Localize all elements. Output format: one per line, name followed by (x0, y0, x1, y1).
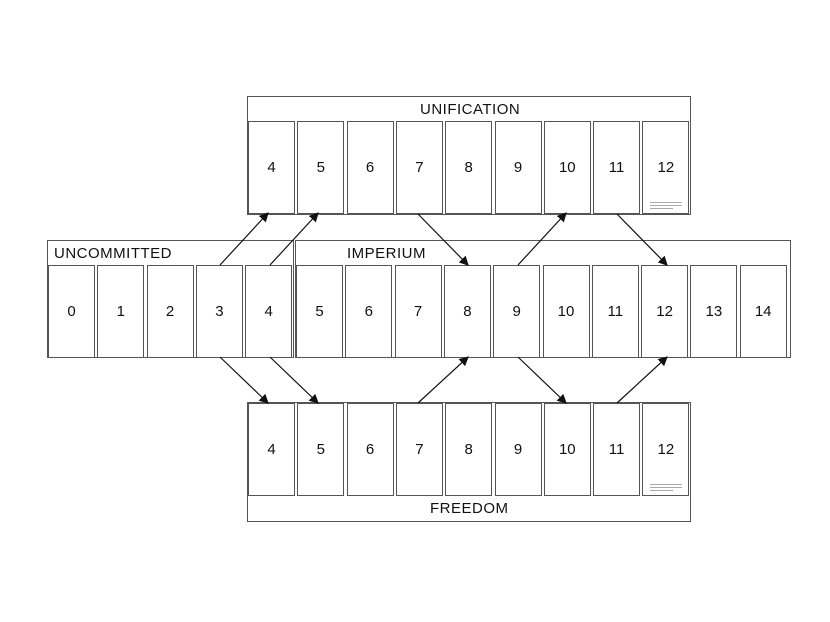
unification-cell-5: 5 (297, 121, 345, 214)
unification-title-row (247, 96, 691, 121)
cell-number: 11 (607, 303, 624, 320)
cell-number: 0 (67, 303, 76, 320)
cell-number: 10 (557, 303, 575, 320)
transition-arrow (517, 212, 567, 266)
unification-cell-10: 10 (543, 121, 591, 214)
cell-number: 3 (215, 303, 224, 320)
cell-number: 10 (558, 441, 576, 458)
unification-cell-11: 11 (593, 121, 641, 214)
uncommitted-cell-1: 1 (97, 265, 145, 358)
uncommitted-cell-0: 0 (48, 265, 95, 358)
unification-cell-7: 7 (395, 121, 443, 214)
cell-number: 4 (267, 159, 276, 176)
transition-arrow (417, 213, 469, 266)
cell-number: 4 (264, 303, 273, 320)
cell-number: 12 (656, 303, 673, 320)
freedom-frame (247, 402, 691, 522)
transition-arrow (269, 356, 319, 404)
cell-number: 10 (558, 159, 576, 176)
freedom-cell-9: 9 (494, 403, 542, 496)
cell-number: 12 (657, 159, 675, 176)
cell-number: 9 (513, 159, 523, 176)
freedom-cell-5: 5 (297, 403, 345, 496)
cell-number: 5 (316, 441, 325, 458)
imperium-cell-5: 5 (296, 265, 343, 358)
unification-cell-8: 8 (445, 121, 493, 214)
transition-arrow (219, 212, 269, 266)
transition-arrow (616, 213, 668, 266)
imperium-cell-7: 7 (394, 265, 442, 358)
cell-number: 5 (316, 159, 325, 176)
imperium-title: IMPERIUM (347, 245, 426, 262)
cell-number: 6 (365, 159, 375, 176)
uncommitted-cell-2: 2 (146, 265, 194, 358)
uncommitted-cell-4: 4 (245, 265, 293, 358)
cell-number: 8 (464, 159, 473, 176)
cell-number: 2 (165, 303, 175, 320)
cell-number: 1 (116, 303, 125, 320)
cell-number: 9 (513, 441, 523, 458)
cell-number: 5 (315, 303, 324, 320)
transition-arrow (269, 212, 319, 266)
cell-number: 7 (415, 441, 424, 458)
cell-number: 12 (657, 441, 675, 458)
cell-number: 6 (364, 303, 373, 320)
transition-arrow (417, 356, 469, 404)
cell-number: 8 (463, 303, 472, 320)
fine-print (650, 482, 683, 491)
cell-number: 11 (608, 159, 625, 176)
unification-cell-6: 6 (346, 121, 394, 214)
uncommitted-cell-3: 3 (195, 265, 243, 358)
cell-number: 7 (415, 159, 424, 176)
unification-cell-12: 12 (642, 121, 690, 214)
cell-number: 7 (413, 303, 423, 320)
unification-title: UNIFICATION (420, 101, 521, 118)
freedom-cell-7: 7 (395, 403, 443, 496)
freedom-cell-4: 4 (248, 403, 295, 496)
freedom-cell-10: 10 (543, 403, 591, 496)
cell-number: 6 (365, 441, 375, 458)
cell-number: 8 (464, 441, 473, 458)
cell-number: 4 (267, 441, 276, 458)
freedom-cell-12: 12 (642, 403, 690, 496)
imperium-cell-9: 9 (493, 265, 541, 358)
freedom-cell-11: 11 (593, 403, 641, 496)
freedom-cell-6: 6 (346, 403, 394, 496)
cell-number: 14 (754, 303, 772, 320)
uncommitted-title: UNCOMMITTED (54, 245, 172, 262)
cell-number: 11 (608, 441, 625, 458)
unification-cell-4: 4 (248, 121, 295, 214)
fine-print (650, 200, 683, 209)
transition-arrow (219, 356, 269, 404)
cell-number: 9 (512, 303, 521, 320)
imperium-cell-11: 11 (591, 265, 639, 358)
unification-cell-9: 9 (494, 121, 542, 214)
imperium-cell-6: 6 (345, 265, 393, 358)
imperium-cell-13: 13 (690, 265, 738, 358)
imperium-cell-14: 14 (739, 265, 787, 358)
cell-number: 13 (705, 303, 723, 320)
imperium-cell-10: 10 (542, 265, 590, 358)
transition-arrow (517, 356, 567, 404)
freedom-cell-8: 8 (445, 403, 493, 496)
freedom-title: FREEDOM (430, 500, 509, 517)
transition-arrow (616, 356, 668, 404)
